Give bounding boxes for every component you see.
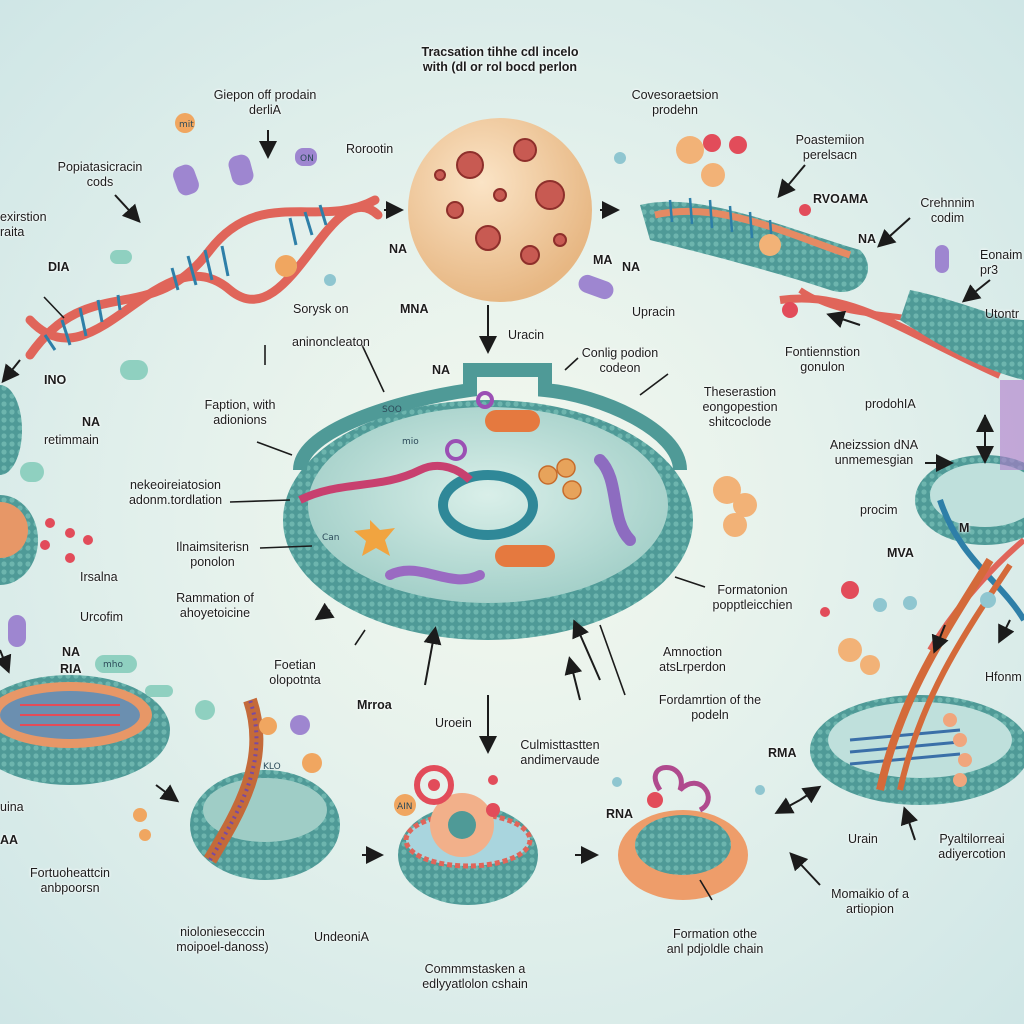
label-dna-left: DIA [48, 260, 70, 274]
label-ino: INO [44, 373, 67, 387]
label-sorysk: Sorysk on [293, 302, 349, 316]
dish-bottom-left [190, 697, 340, 880]
label-nioloniesecccin: nioloniesecccin moipoel-danoss) [176, 925, 269, 954]
label-fordamrtion: Fordamrtion of the podeln [658, 693, 762, 722]
membrane-right-mid [915, 380, 1024, 652]
label-rammation: Rammation of ahoyetoicine [176, 591, 254, 620]
label-irsalna: Irsalna [80, 570, 118, 584]
label-na-mid: NA [622, 260, 641, 274]
label-aneizssion: Aneizssion dNA unmemesgian [829, 438, 919, 467]
chip-mit: mit [179, 120, 194, 130]
chip-mio: mio [402, 437, 419, 447]
chip-aln: AIN [397, 802, 413, 812]
label-mva: MVA [887, 546, 914, 560]
membrane-top-right [640, 197, 1024, 380]
label-momaikio: Momaikio of a artiopion [831, 887, 909, 916]
label-upracin: Upracin [632, 305, 676, 319]
label-aa: AA [0, 833, 19, 847]
label-na-left: NA [82, 415, 101, 429]
label-uina: uina [0, 800, 24, 814]
label-formation-the: Formation othe anl pdjoldle chain [666, 927, 764, 956]
label-culmisttastten: Culmisttastten andimervaude [520, 738, 600, 767]
label-fontiennstion: Fontiennstion gonulon [784, 345, 861, 374]
central-cell-dish [283, 363, 693, 640]
nucleus-sphere [408, 118, 592, 302]
label-utontr: Utontr [985, 307, 1020, 321]
label-nekeoire: nekeoireiatosion adonm.tordlation [128, 478, 223, 507]
label-urain: Urain [848, 832, 878, 846]
chip-soo: SOO [382, 405, 402, 415]
label-foetian: Foetian olopotnta [269, 658, 321, 687]
label-na-lower-left: NA [62, 645, 81, 659]
membrane-lower-right [810, 557, 1024, 805]
floating-molecules [8, 113, 996, 841]
label-mrroa: Mrroa [357, 698, 392, 712]
dna-helix-top-left [25, 195, 383, 360]
label-uracin: Uracin [508, 328, 545, 342]
label-amnoction: Amnoction atsLrperdon [659, 645, 726, 674]
label-prodohia: prodohIA [865, 397, 916, 411]
label-rorootin: Rorootin [346, 142, 394, 156]
label-urcofim: Urcofim [80, 610, 124, 624]
chip-klo: KLO [263, 762, 281, 772]
membrane-left-edge [0, 385, 38, 585]
label-aninoncleaton: aninoncleaton [292, 335, 370, 349]
label-theserastion: Theserastion eongopestion shitcoclode [702, 385, 778, 429]
label-conlig: Conlig podion codeon [581, 346, 659, 375]
donut-bottom-right [618, 765, 748, 900]
leader-lines [43, 296, 713, 901]
label-uroein: Uroein [435, 716, 472, 730]
label-na-right-top: NA [858, 232, 877, 246]
chip-on: ON [300, 154, 314, 164]
chip-mho: mho [103, 660, 123, 670]
label-rma-right: RMA [768, 746, 797, 760]
label-commmstasken: Commmstasken a edlyyatlolon cshain [422, 962, 528, 991]
label-undeonia: UndeoniA [314, 930, 369, 944]
label-formatonion: Formatonion popptleicchien [712, 583, 793, 612]
chip-can: Can [322, 533, 340, 543]
label-popiat: Popiatasicracin cods [57, 160, 143, 189]
label-procim: procim [860, 503, 898, 517]
cup-bottom-center [398, 765, 538, 905]
label-mna: MNA [400, 302, 429, 316]
label-eonaim: Eonaim pr3 [980, 248, 1023, 277]
label-giepon: Giepon off prodain derliA [213, 88, 317, 117]
label-faption: Faption, with adionions [204, 398, 276, 427]
label-m: M [959, 521, 970, 535]
label-pyaltilorreai: Pyaltilorreai adiyercotion [938, 832, 1006, 861]
label-retimmain: retimmain [44, 433, 99, 447]
label-fortuoheattcin: Fortuoheattcin anbpoorsn [30, 866, 110, 895]
label-na-cell: NA [432, 363, 451, 377]
label-na-top-dna: NA [389, 242, 408, 256]
label-exirstion: exirstion raita [0, 210, 47, 239]
label-linaimsiterisn: Ilnaimsiterisn ponolon [176, 540, 249, 569]
label-hfonm: Hfonm [985, 670, 1022, 684]
membrane-lower-left [0, 675, 170, 785]
label-ria: RIA [60, 662, 82, 676]
label-ma-mid: MA [593, 253, 613, 267]
label-rvoama: RVOAMA [813, 192, 869, 206]
label-poastemiion: Poastemiion perelsacn [795, 133, 865, 162]
label-rna-mid: RNA [606, 807, 634, 821]
label-crehnnim: Crehnnim codim [920, 196, 975, 225]
diagram-title: Tracsation tihhe cdl incelo with (dl or … [421, 45, 579, 74]
label-covesoraetsion: Covesoraetsion prodehn [631, 88, 719, 117]
flow-arrows [0, 130, 1015, 886]
